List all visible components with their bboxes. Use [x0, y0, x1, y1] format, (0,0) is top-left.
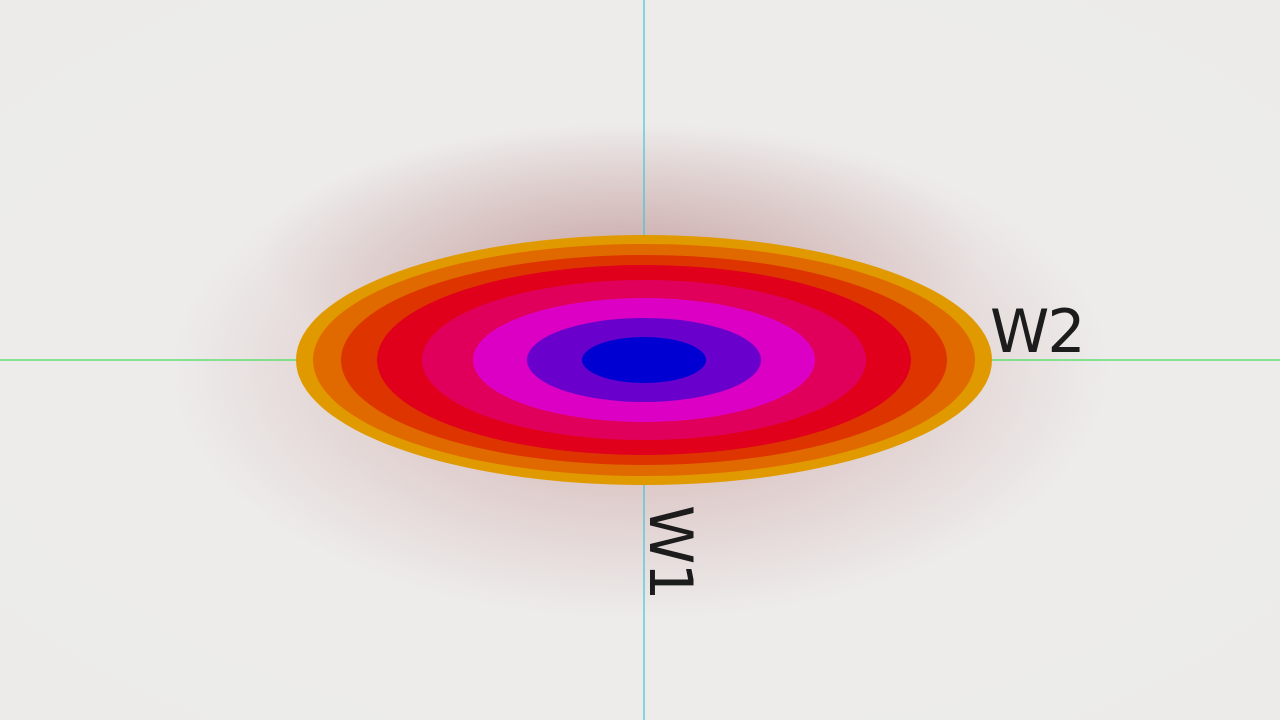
contour-bands	[296, 235, 992, 485]
contour-band-8	[582, 337, 706, 383]
w2-label: W2	[990, 297, 1084, 367]
w1-label: W1	[635, 505, 705, 599]
